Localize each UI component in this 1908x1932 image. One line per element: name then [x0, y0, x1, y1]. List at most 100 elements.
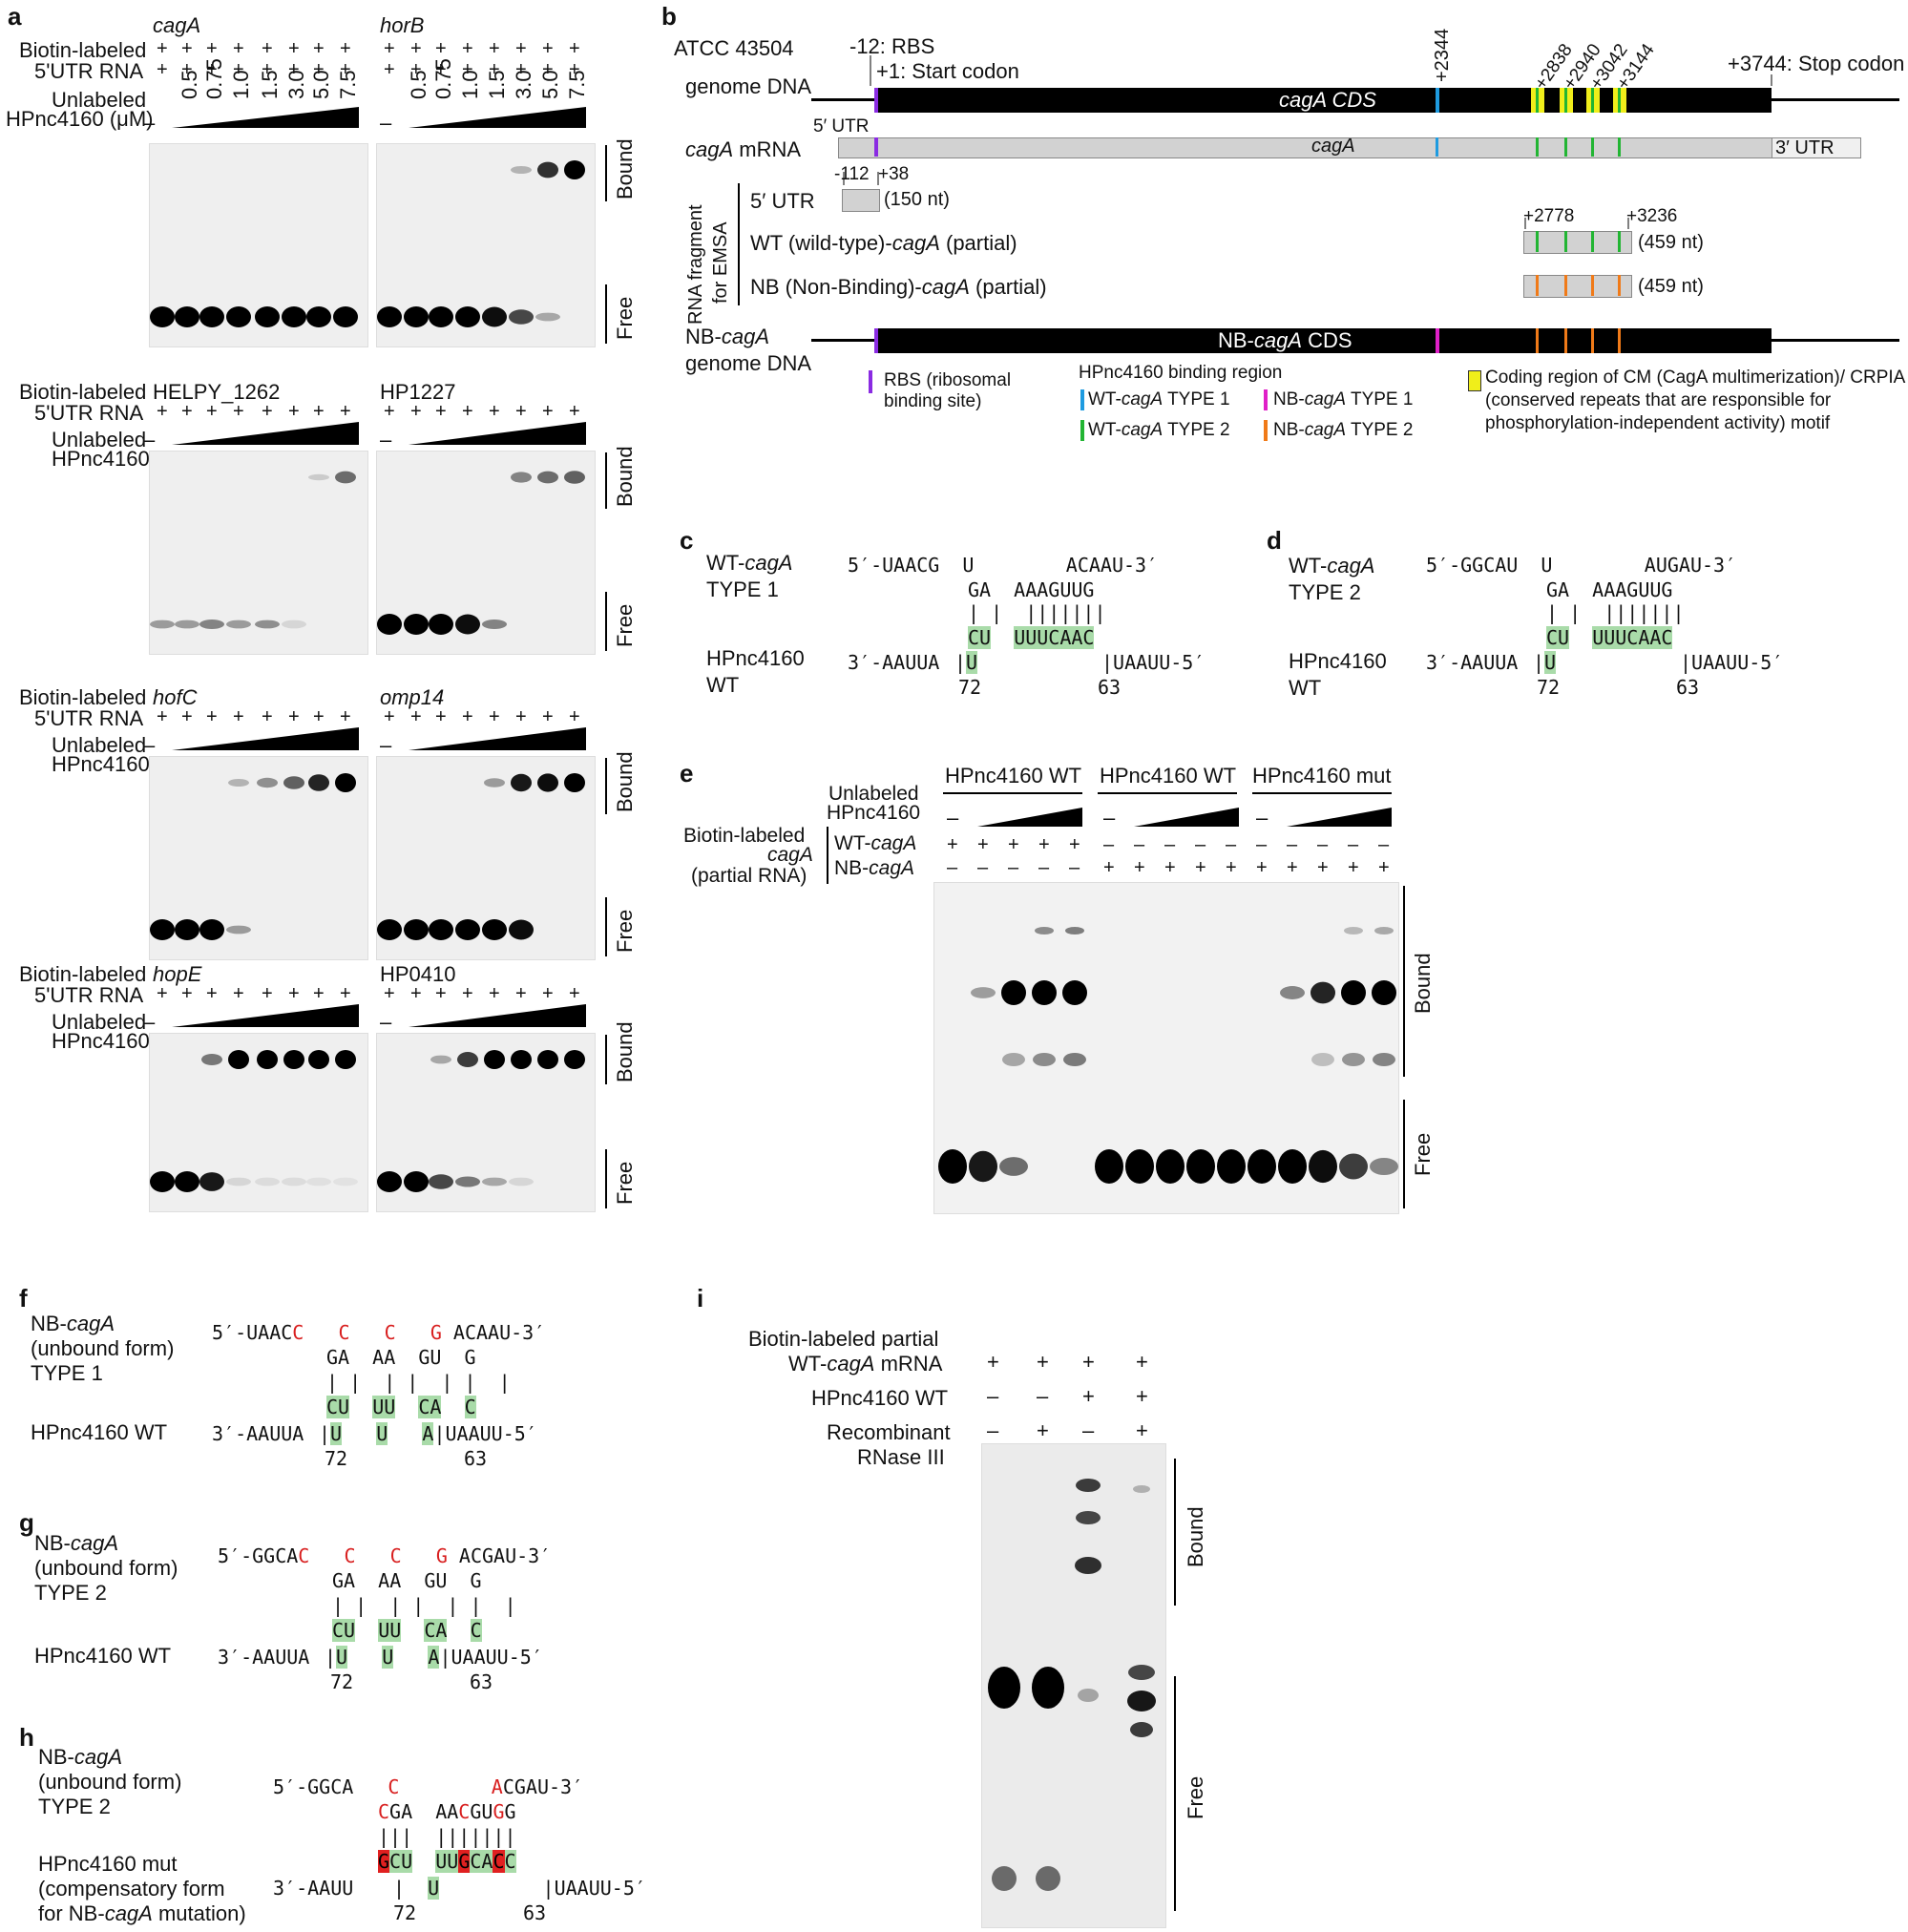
f-l3: TYPE 1 — [31, 1361, 103, 1385]
a-plus-2-0-6: + — [313, 706, 325, 727]
c-label-1: WT-cagA — [706, 551, 793, 575]
e-group3-line — [1252, 792, 1392, 794]
a-plus-3-0-2: + — [206, 983, 218, 1004]
frag-wt-mark-0 — [1536, 231, 1539, 252]
a-free-bracket-2 — [605, 897, 607, 956]
h-l6: for NB-cagA mutation) — [38, 1901, 246, 1925]
h-l2: (unbound form) — [38, 1770, 182, 1794]
legend-nb1-swatch — [1264, 389, 1268, 410]
frag-nb-mark-1 — [1564, 275, 1567, 296]
start-codon-label: +1: Start codon — [876, 59, 1019, 83]
a-triangle-L-3 — [172, 1004, 359, 1027]
a-triangle-L-1 — [172, 422, 359, 445]
nt150-label: (150 nt) — [884, 189, 950, 210]
frag-nb-label: NB (Non-Binding)-cagA (partial) — [750, 275, 1047, 299]
a-bound-band-HP0410-4 — [484, 1050, 505, 1069]
a-gene-HELPY_1262: HELPY_1262 — [153, 380, 281, 404]
e-nb-sign-5: + — [1103, 857, 1115, 878]
a-plus-2-0-0: + — [157, 706, 168, 727]
a-triangle-R-1 — [409, 422, 586, 445]
a-free-band-cagA-7 — [333, 306, 358, 327]
legend-wt2: WT-cagA TYPE 2 — [1088, 420, 1230, 440]
i-band-free-1 — [988, 1667, 1020, 1709]
a-free-band-omp14-5 — [509, 919, 534, 940]
e-nb-sign-13: + — [1348, 857, 1359, 878]
e-band-free-5 — [1095, 1149, 1123, 1184]
a-bound-band-HP0410-6 — [537, 1050, 558, 1069]
c-bot-u: |U — [954, 651, 978, 674]
i-band-b3 — [1075, 1557, 1101, 1574]
a-gene-HP1227: HP1227 — [380, 380, 456, 404]
a-bound-band-HP1227-6 — [537, 471, 558, 484]
e-group2: HPnc4160 WT — [1100, 764, 1237, 788]
e-nb-sign-12: + — [1317, 857, 1329, 878]
panel-label-f: f — [19, 1284, 28, 1312]
e-wt-sign-2: + — [1008, 834, 1019, 855]
a-utr-label-2: 5'UTR RNA — [34, 706, 144, 730]
a-bound-band-HP1227-7 — [564, 471, 585, 484]
a-plus-2-0-4: + — [262, 706, 273, 727]
h-l5: (compensatory form — [38, 1877, 225, 1900]
legend-wt1: WT-cagA TYPE 1 — [1088, 389, 1230, 410]
a-free-band-hopE-6 — [306, 1177, 331, 1186]
a-plus-top-0-1-7: + — [569, 38, 580, 59]
a-plus-0-0-2: + — [206, 59, 218, 80]
e-band-free-6 — [1125, 1149, 1154, 1184]
a-bound-band-HP0410-2 — [430, 1055, 451, 1064]
a-plus-3-1-3: + — [462, 983, 473, 1004]
g-top-strand: 5′-GGCAC C C G ACGAU-3′ — [218, 1544, 552, 1567]
pos-3236: +3236 — [1626, 206, 1678, 226]
e-wt-sign-4: + — [1069, 834, 1080, 855]
a-free-band-horB-4 — [482, 306, 507, 327]
d-bot-u: |U — [1533, 651, 1557, 674]
i-band-free-4 — [1128, 1665, 1155, 1680]
a-bound-band-HELPY_1262-6 — [308, 473, 329, 481]
nb-genome-label-1: NB-cagA — [685, 325, 770, 348]
c-pair-bars: | | ||||||| — [968, 601, 1106, 624]
a-plus-3-1-2: + — [435, 983, 447, 1004]
nb-cds-mark-2 — [1591, 328, 1594, 353]
a-free-band-cagA-6 — [306, 306, 331, 327]
frag-5utr-label: 5′ UTR — [750, 189, 815, 213]
mrna-label: cagA mRNA — [685, 137, 802, 161]
legend-rbs: RBS (ribosomal binding site) — [884, 370, 1012, 411]
i-r3a: Recombinant — [827, 1420, 951, 1444]
e-band-low-14 — [1373, 1053, 1395, 1066]
fragment-bracket — [738, 183, 740, 305]
frag-nb-mark-0 — [1536, 275, 1539, 296]
a-gene-cagA: cagA — [153, 13, 201, 37]
a-unlabeled-1: Unlabeled — [52, 428, 147, 452]
g-pair-bars: | | | | | | | — [332, 1594, 516, 1617]
a-utr-label-0: 5'UTR RNA — [34, 59, 144, 83]
pos-2778: +2778 — [1523, 206, 1575, 226]
mrna-wt2-mark-2 — [1591, 137, 1594, 157]
i-sign-r1-0: + — [987, 1350, 999, 1374]
a-plus-0-1-7: + — [569, 59, 580, 80]
mrna-wt2-mark-3 — [1618, 137, 1621, 157]
cm-wt2-mark-3 — [1618, 88, 1621, 113]
a-plus-0-1-1: + — [410, 59, 422, 80]
a-plus-top-0-0-0: + — [157, 38, 168, 59]
panel-label-d: d — [1267, 526, 1282, 555]
a-plus-0-1-4: + — [489, 59, 500, 80]
nt459-wt: (459 nt) — [1638, 232, 1704, 253]
frag-wt-label: WT (wild-type)-cagA (partial) — [750, 231, 1017, 255]
a-minus-L-2: – — [143, 733, 156, 757]
a-bound-band-hofC-4 — [257, 777, 278, 788]
a-plus-top-0-1-2: + — [435, 38, 447, 59]
a-bound-band-HELPY_1262-7 — [335, 471, 356, 484]
e-band-free-2 — [999, 1157, 1028, 1176]
e-wt-sign-7: – — [1164, 834, 1176, 855]
a-bound-bracket-3 — [605, 1035, 607, 1084]
a-free-band-cagA-2 — [199, 306, 224, 327]
d-n63: 63 — [1676, 676, 1700, 699]
nb-rbs-mark — [874, 328, 878, 353]
cm-wt2-mark-1 — [1564, 88, 1567, 113]
a-free-band-hopE-2 — [199, 1172, 224, 1191]
g-l1: NB-cagA — [34, 1531, 119, 1555]
a-plus-2-1-1: + — [410, 706, 422, 727]
i-band-b4 — [1133, 1485, 1150, 1493]
e-band-low-2 — [1002, 1053, 1025, 1066]
a-plus-1-0-5: + — [288, 401, 300, 422]
